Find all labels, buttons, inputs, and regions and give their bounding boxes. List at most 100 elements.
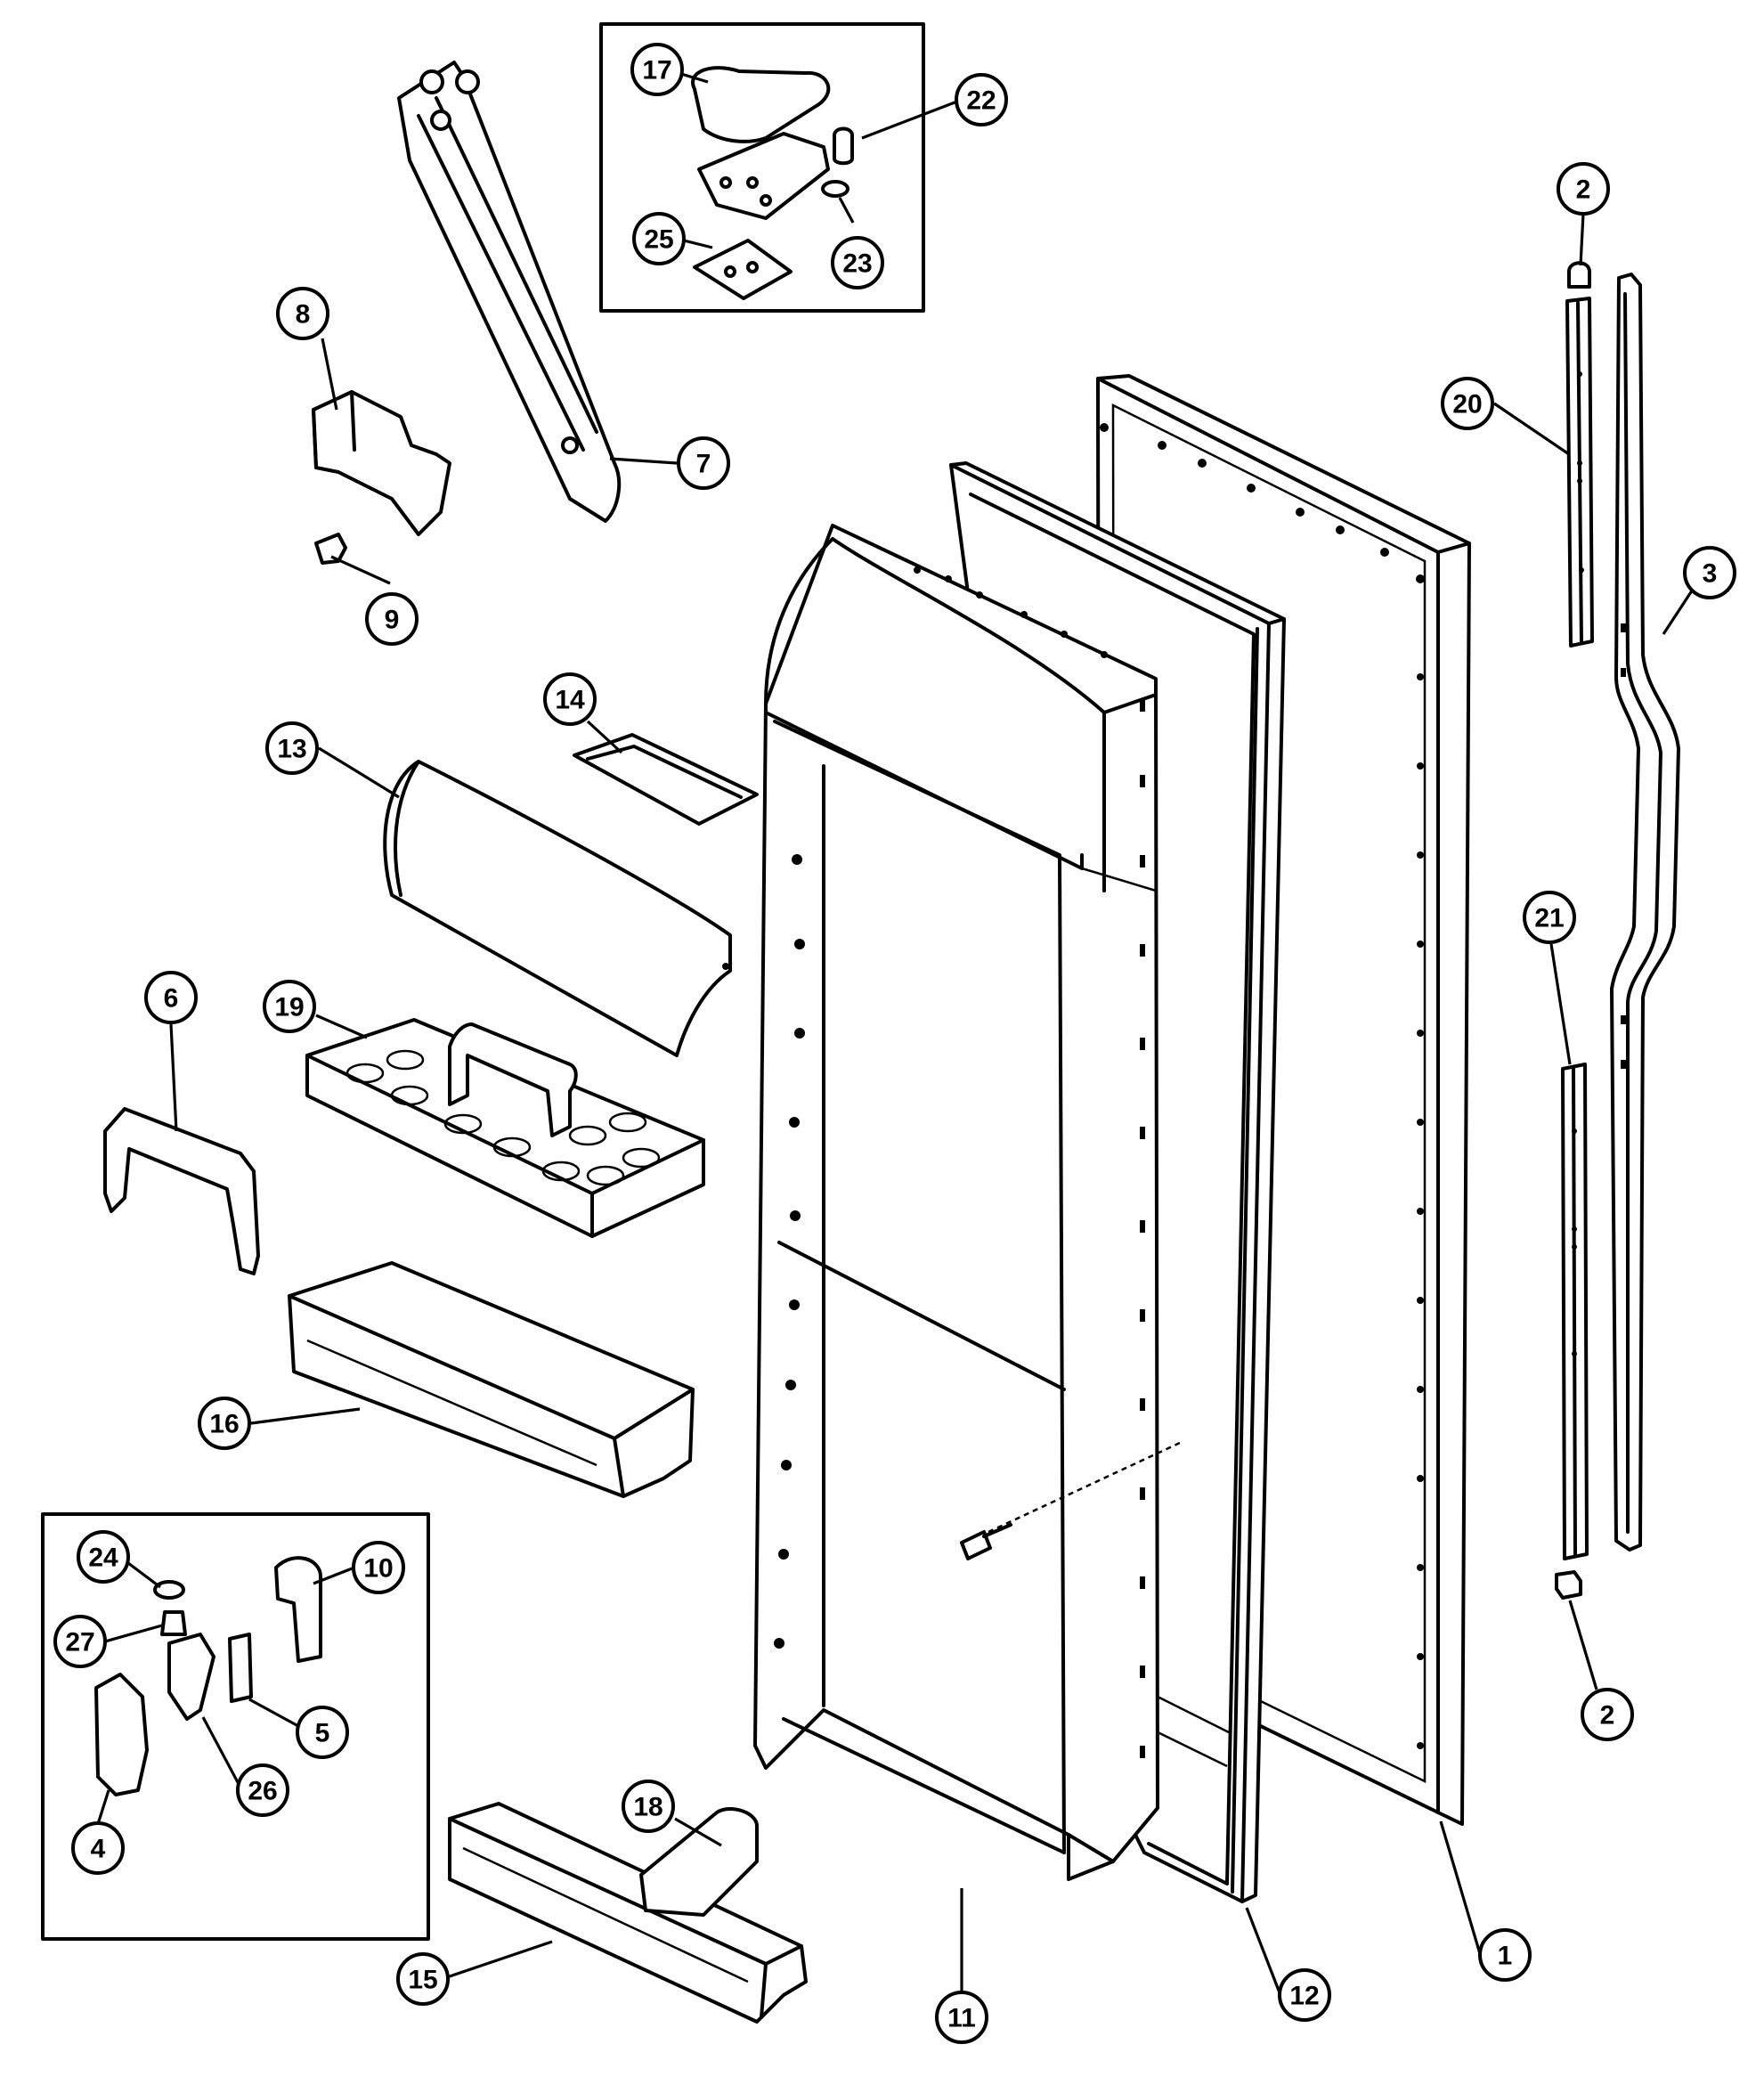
part-door-bin (288, 1261, 695, 1498)
callout-circle (352, 1541, 405, 1594)
callout-1: 1 (1478, 1928, 1532, 1982)
part-bottom-bin (448, 1802, 808, 2024)
inset-box-top (599, 22, 925, 313)
part-shelf-bracket (103, 1107, 260, 1275)
callout-number: 11 (947, 2004, 976, 2033)
callout-number: 2 (1576, 175, 1591, 205)
callout-circle (198, 1397, 251, 1450)
part-dairy-door (383, 760, 732, 1057)
callout-7: 7 (677, 436, 730, 490)
part-hinge-plate (697, 132, 830, 220)
part-end-cap-bottom (1555, 1570, 1582, 1600)
callout-circle (543, 672, 597, 726)
callout-number: 9 (385, 606, 400, 635)
callout-number: 7 (696, 450, 711, 479)
part-insulation-block (312, 390, 451, 536)
part-bushing (160, 1610, 187, 1636)
callout-circle (1278, 1968, 1331, 2022)
inset-box-bottom (41, 1512, 430, 1941)
part-end-cap-top (1567, 261, 1591, 289)
part-hinge-spacer (228, 1633, 253, 1703)
callout-circle (935, 1991, 988, 2044)
part-washer-top (821, 180, 849, 198)
callout-6: 6 (144, 971, 198, 1024)
callout-number: 22 (966, 86, 996, 116)
part-bin-retainer (639, 1807, 759, 1917)
callout-21: 21 (1523, 891, 1576, 944)
callout-9: 9 (365, 592, 419, 646)
callout-number: 4 (91, 1835, 106, 1864)
part-upper-trim-bar (1565, 297, 1594, 648)
callout-2: 2 (1557, 162, 1610, 216)
part-hinge-pin (833, 126, 854, 166)
callout-12: 12 (1278, 1968, 1331, 2022)
callout-circle (677, 436, 730, 490)
callout-number: 19 (274, 993, 304, 1022)
door-screw (960, 1441, 1181, 1560)
part-door-stop (94, 1673, 149, 1796)
callout-circle (396, 1952, 450, 2006)
callout-circle (955, 73, 1008, 126)
callout-18: 18 (622, 1780, 675, 1833)
callout-circle (1523, 891, 1576, 944)
callout-10: 10 (352, 1541, 405, 1594)
callout-circle (630, 43, 684, 96)
callout-24: 24 (77, 1530, 130, 1584)
callout-number: 24 (88, 1543, 118, 1573)
part-lower-hinge-pin (167, 1633, 215, 1721)
callout-22: 22 (955, 73, 1008, 126)
callout-15: 15 (396, 1952, 450, 2006)
callout-26: 26 (236, 1763, 289, 1817)
callout-27: 27 (53, 1615, 107, 1668)
leader-lines (96, 72, 1703, 1996)
callout-circle (1557, 162, 1610, 216)
callout-4: 4 (71, 1821, 125, 1875)
callout-20: 20 (1441, 377, 1494, 430)
part-inner-door-liner (753, 524, 1159, 1881)
callout-number: 13 (277, 735, 306, 764)
callout-number: 14 (555, 686, 585, 715)
callout-circle (365, 592, 419, 646)
callout-number: 3 (1703, 559, 1718, 589)
callout-number: 20 (1452, 390, 1482, 419)
callout-25: 25 (632, 212, 686, 265)
callout-circle (1683, 546, 1736, 599)
callout-number: 23 (842, 249, 872, 279)
callout-number: 12 (1289, 1982, 1319, 2011)
callout-circle (831, 236, 884, 289)
callout-circle (296, 1706, 349, 1759)
callout-circle (1441, 377, 1494, 430)
callout-number: 1 (1498, 1942, 1513, 1971)
callout-3: 3 (1683, 546, 1736, 599)
callout-number: 27 (65, 1628, 94, 1658)
callout-number: 8 (296, 300, 311, 330)
callout-19: 19 (263, 980, 316, 1033)
callout-8: 8 (276, 287, 329, 340)
part-hinge-cover (691, 66, 831, 143)
callout-number: 26 (248, 1777, 277, 1806)
part-washer-bottom (153, 1580, 185, 1600)
callout-circle (263, 980, 316, 1033)
part-handle-trim (1610, 273, 1680, 1552)
callout-23: 23 (831, 236, 884, 289)
callout-2: 2 (1581, 1688, 1634, 1741)
callout-number: 16 (209, 1410, 239, 1439)
part-lower-trim-bar (1561, 1063, 1589, 1560)
callout-number: 10 (363, 1554, 393, 1584)
callout-number: 15 (408, 1966, 437, 1995)
callout-17: 17 (630, 43, 684, 96)
part-upper-hinge (397, 61, 622, 523)
part-small-tray (573, 733, 759, 826)
callout-number: 6 (164, 984, 179, 1014)
callout-11: 11 (935, 1991, 988, 2044)
callout-13: 13 (265, 721, 319, 775)
callout-circle (144, 971, 198, 1024)
callout-circle (77, 1530, 130, 1584)
part-hinge-shim (693, 239, 793, 300)
callout-14: 14 (543, 672, 597, 726)
callout-16: 16 (198, 1397, 251, 1450)
part-small-clip (314, 533, 347, 565)
callout-circle (53, 1615, 107, 1668)
